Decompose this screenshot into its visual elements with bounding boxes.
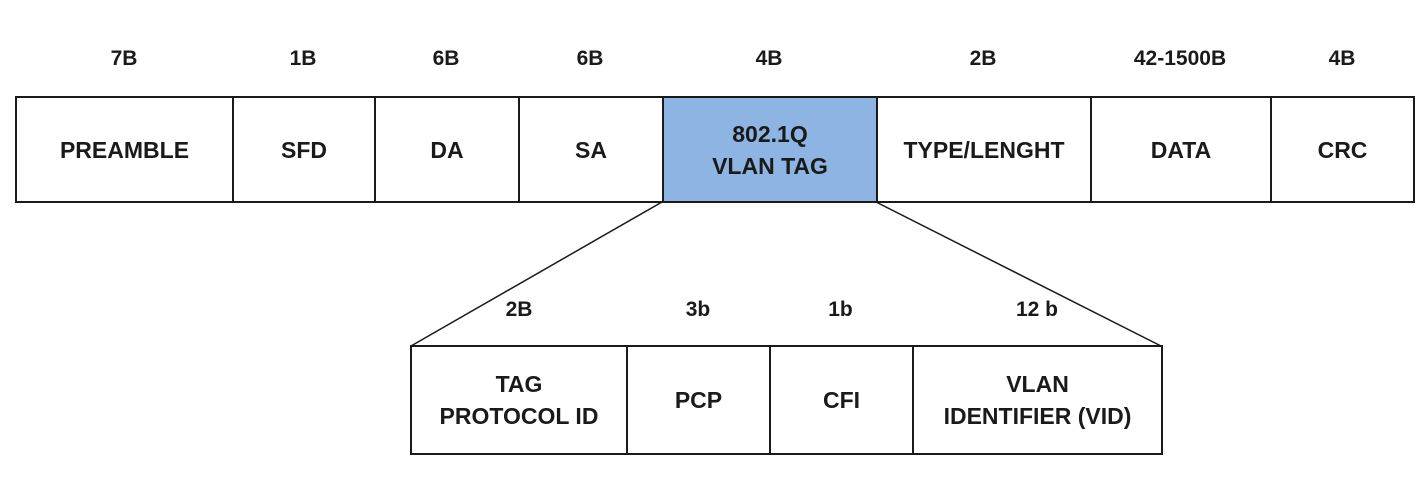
vlan-size-cfi: 1b [828, 298, 853, 321]
vlan-size-vid: 12 b [1015, 298, 1059, 321]
frame-size-vlan-tag: 4B [755, 47, 783, 70]
connector-left-line [410, 201, 663, 347]
field-type-length: TYPE/LENGHT [878, 98, 1092, 201]
frame-size-sfd: 1B [289, 47, 317, 70]
field-vlan-identifier: VLAN IDENTIFIER (VID) [914, 347, 1161, 453]
field-vlan-tag: 802.1Q VLAN TAG [664, 98, 878, 201]
field-crc: CRC [1272, 98, 1413, 201]
frame-size-preamble: 7B [110, 47, 138, 70]
field-preamble: PREAMBLE [17, 98, 234, 201]
field-data: DATA [1092, 98, 1272, 201]
frame-size-type-length: 2B [969, 47, 997, 70]
field-pcp: PCP [628, 347, 771, 453]
field-da: DA [376, 98, 520, 201]
vlan-size-pcp: 3b [685, 298, 711, 321]
field-cfi: CFI [771, 347, 914, 453]
frame-size-sa: 6B [576, 47, 604, 70]
frame-size-da: 6B [432, 47, 460, 70]
ethernet-frame-row: PREAMBLE SFD DA SA 802.1Q VLAN TAG TYPE/… [15, 96, 1415, 203]
frame-size-data: 42-1500B [1133, 47, 1227, 70]
field-sfd: SFD [234, 98, 376, 201]
field-tag-protocol-id: TAG PROTOCOL ID [412, 347, 628, 453]
frame-size-crc: 4B [1328, 47, 1356, 70]
connector-right-line [875, 201, 1162, 347]
vlan-size-tpid: 2B [505, 298, 533, 321]
field-sa: SA [520, 98, 664, 201]
vlan-tag-detail-row: TAG PROTOCOL ID PCP CFI VLAN IDENTIFIER … [410, 345, 1163, 455]
